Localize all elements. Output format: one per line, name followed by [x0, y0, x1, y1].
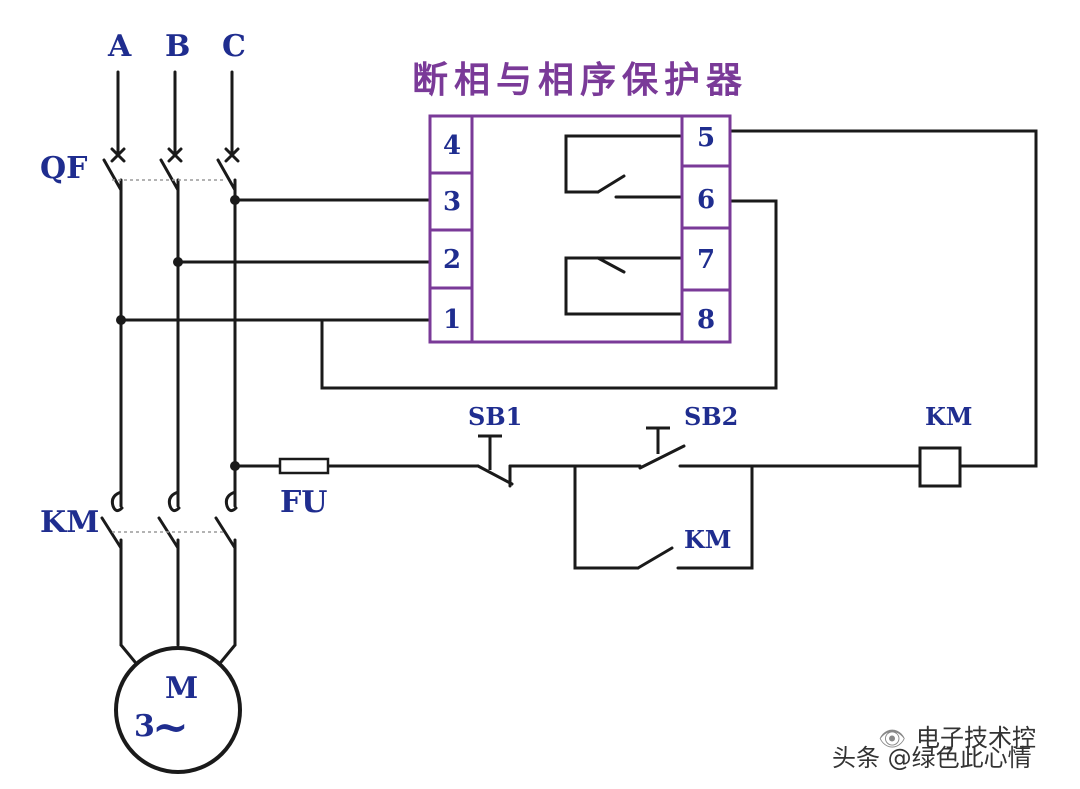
motor-symbol: M 3 ~ [114, 646, 242, 774]
phase-label-c: C [222, 29, 246, 64]
terminal-2: 2 [443, 245, 461, 275]
terminal-7: 7 [697, 245, 715, 275]
km-aux-label: KM [684, 525, 731, 554]
motor-phase-number: 3 [134, 709, 155, 744]
terminal-8: 8 [697, 305, 715, 335]
sb2-label: SB2 [684, 402, 738, 431]
km-coil-symbol [918, 446, 962, 488]
terminal-3: 3 [443, 187, 461, 217]
km-coil-label: KM [925, 402, 972, 431]
watermark-line2: 头条 @绿色此心情 [832, 744, 1032, 772]
fuse-symbol [278, 457, 330, 475]
protector-box [428, 114, 732, 344]
junction-dots [116, 195, 240, 471]
motor-letter: M [165, 671, 198, 706]
mechanical-links [112, 179, 225, 533]
watermark: 👁 电子技术控 头条 @绿色此心情 [832, 724, 1036, 772]
watermark-logo-icon: 👁 [878, 727, 906, 752]
sb1-button [478, 434, 502, 470]
phase-label-b: B [165, 29, 190, 64]
terminal-6: 6 [697, 185, 715, 215]
km-main-label: KM [40, 505, 99, 540]
diagram-title: 断相与相序保护器 [412, 60, 748, 101]
phase-label-a: A [107, 29, 132, 64]
terminal-1: 1 [443, 305, 461, 335]
sb2-button [646, 426, 670, 454]
wiring [100, 70, 1038, 664]
ac-symbol: ~ [152, 702, 189, 753]
sb1-label: SB1 [468, 402, 522, 431]
watermark-line1: 电子技术控 [916, 724, 1036, 752]
terminal-4: 4 [443, 131, 461, 161]
qf-label: QF [40, 151, 87, 186]
terminal-5: 5 [697, 123, 715, 153]
fu-label: FU [280, 485, 327, 520]
